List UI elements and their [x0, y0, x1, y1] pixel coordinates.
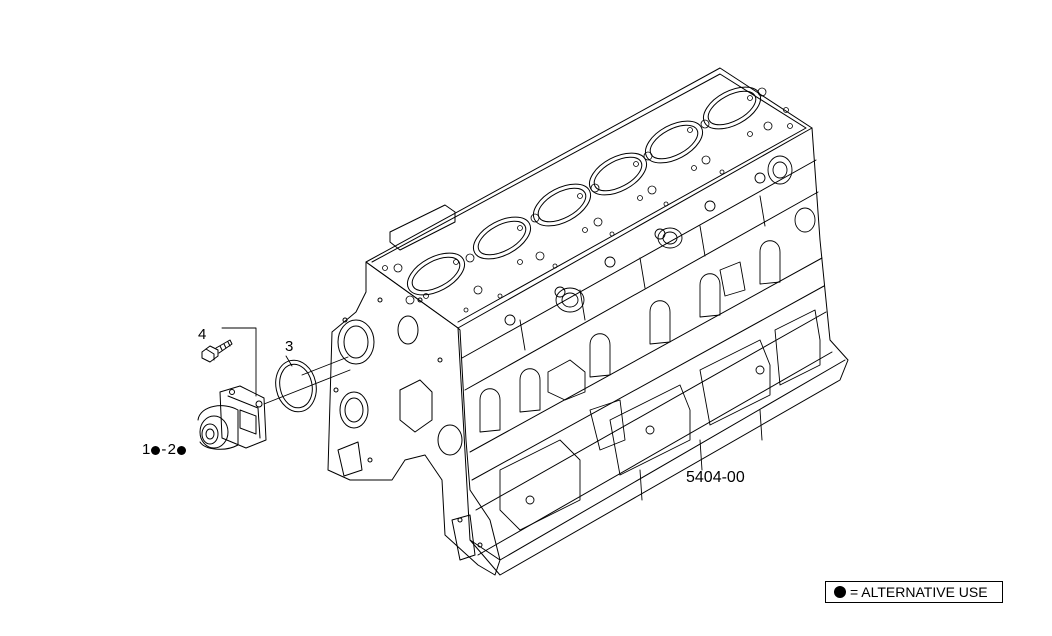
gasket-ring-part — [275, 359, 317, 413]
alternative-use-dot-icon — [834, 586, 846, 598]
part-code-label: 5404-00 — [686, 469, 745, 486]
engine-block — [327, 67, 849, 576]
housing-part — [197, 385, 267, 450]
alternative-use-dot-icon — [151, 445, 161, 455]
callout-1: 1 — [142, 441, 151, 458]
callout-2: 2 — [167, 441, 176, 458]
callout-1-2: 1- 2 — [142, 442, 187, 457]
bolt-part — [201, 339, 233, 363]
deck-holes — [382, 87, 793, 313]
legend-text: = ALTERNATIVE USE — [850, 584, 988, 600]
callout-3: 3 — [285, 338, 294, 355]
alternative-use-dot-icon — [176, 445, 186, 455]
callout-separator: - — [161, 441, 167, 458]
front-face-features — [333, 297, 483, 561]
callout-4: 4 — [198, 326, 207, 343]
cylinder-bores — [406, 86, 762, 296]
legend-box: = ALTERNATIVE USE — [825, 581, 1003, 603]
side-features — [479, 155, 821, 531]
